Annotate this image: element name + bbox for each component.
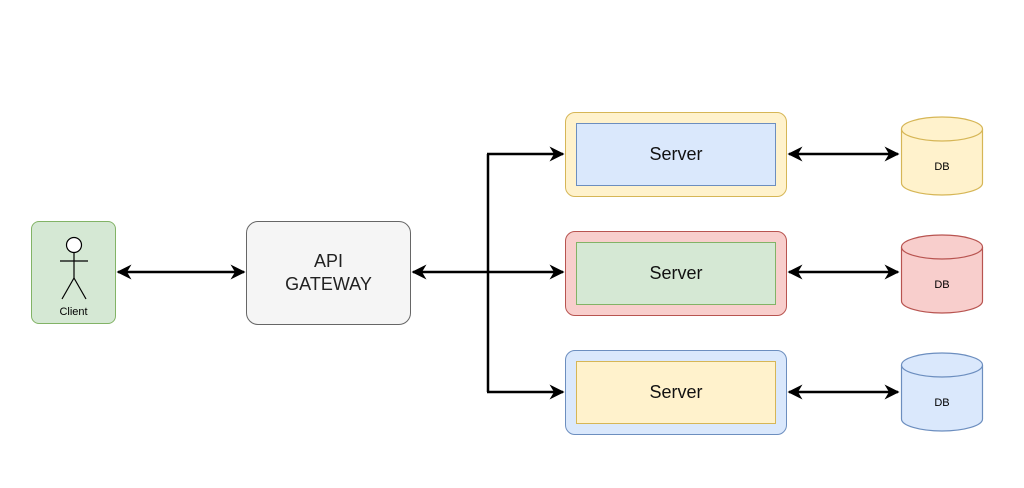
server-1-inner: Server [576, 123, 776, 186]
server-2-node[interactable]: Server [565, 231, 787, 316]
database-1-label: DB [934, 161, 950, 173]
server-1-node[interactable]: Server [565, 112, 787, 197]
database-2-icon [900, 234, 984, 314]
server-3-inner: Server [576, 361, 776, 424]
api-gateway-label: API GATEWAY [285, 251, 372, 294]
database-3-icon [900, 352, 984, 432]
server-2-inner: Server [576, 242, 776, 305]
database-3-label: DB [934, 397, 950, 409]
actor-icon [60, 236, 88, 300]
database-2-label: DB [934, 279, 950, 291]
database-1-icon [900, 116, 984, 196]
server-2-label: Server [649, 263, 703, 283]
database-1-node[interactable]: DB [900, 115, 984, 202]
server-3-node[interactable]: Server [565, 350, 787, 435]
server-1-label: Server [649, 144, 703, 164]
api-gateway-node[interactable]: API GATEWAY [246, 221, 411, 325]
database-2-node[interactable]: DB [900, 233, 984, 320]
database-3-node[interactable]: DB [900, 351, 984, 438]
client-label: Client [59, 306, 88, 318]
server-3-label: Server [649, 382, 703, 402]
client-node[interactable]: Client [31, 221, 116, 324]
